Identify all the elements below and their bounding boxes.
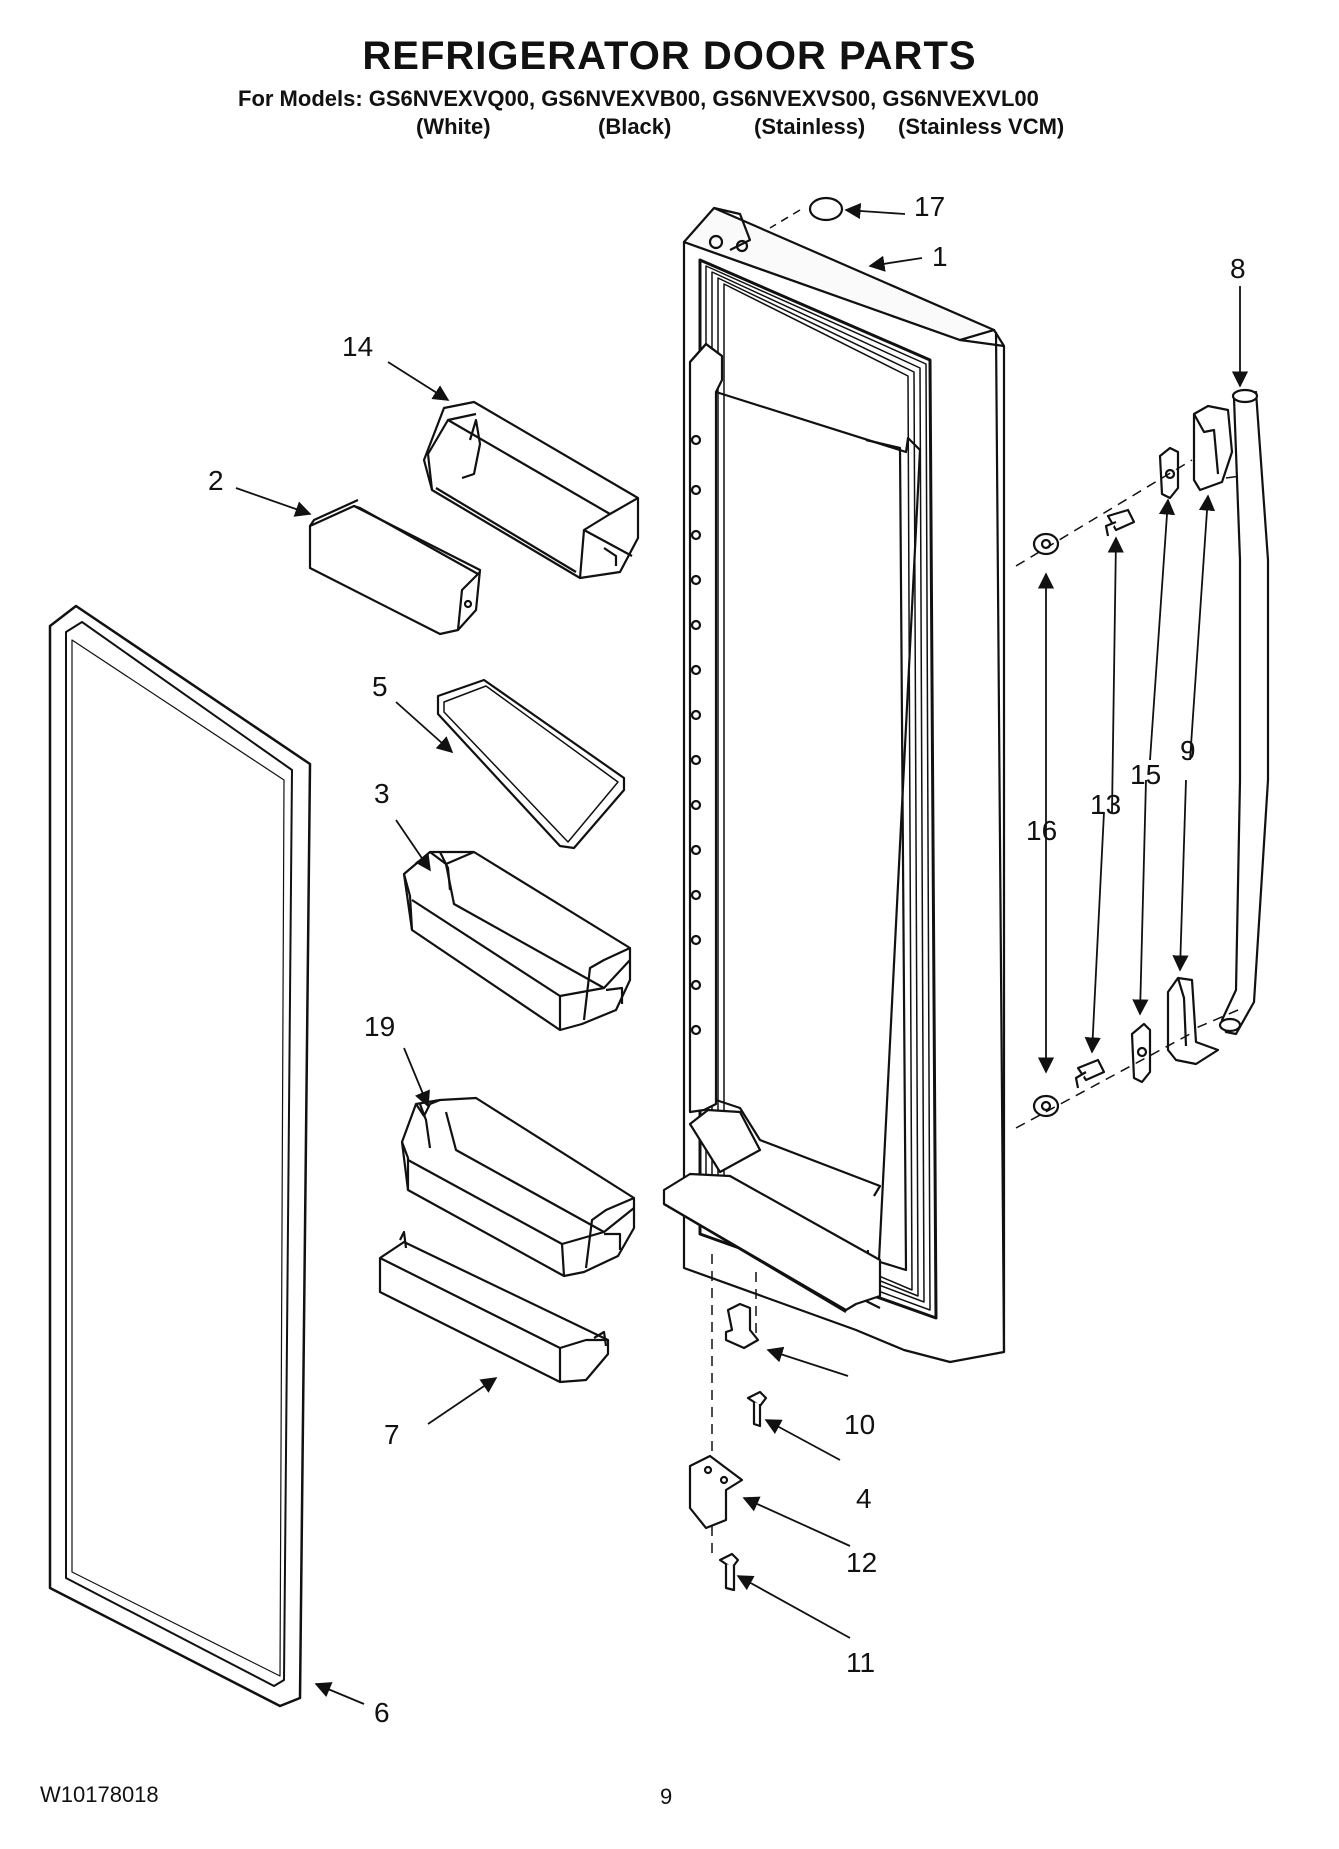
document-number: W10178018 <box>40 1782 159 1807</box>
callout-13: 13 <box>1090 789 1121 820</box>
part-11-screw <box>718 1552 740 1592</box>
callout-11: 11 <box>846 1647 875 1678</box>
callout-arrows <box>235 202 1249 1705</box>
part-17-cap <box>808 196 844 222</box>
callout-2: 2 <box>208 465 224 496</box>
variant-stainless: (Stainless) <box>754 114 866 139</box>
models-line: For Models: GS6NVEXVQ00, GS6NVEXVB00, GS… <box>238 86 1039 111</box>
callout-19: 19 <box>364 1011 395 1042</box>
callout-12: 12 <box>846 1547 877 1578</box>
callout-3: 3 <box>374 778 390 809</box>
callout-8: 8 <box>1230 253 1246 284</box>
part-12-hinge <box>688 1454 744 1530</box>
part-10-hinge-pin <box>724 1302 760 1350</box>
callout-14: 14 <box>342 331 373 362</box>
part-14-top-bin <box>422 400 640 580</box>
liner-shelf-holes <box>690 434 702 1036</box>
page-title: REFRIGERATOR DOOR PARTS <box>362 34 977 78</box>
part-5-shelf-insert <box>436 678 626 850</box>
part-13-screws <box>1074 508 1136 1089</box>
page-number: 9 <box>660 1784 673 1809</box>
part-4-screw <box>746 1390 768 1428</box>
callout-15: 15 <box>1130 759 1161 790</box>
callout-17: 17 <box>914 191 945 222</box>
callout-6: 6 <box>374 1697 390 1728</box>
part-7-bottom-bin <box>378 1230 610 1384</box>
variant-black: (Black) <box>598 114 672 139</box>
callout-4: 4 <box>856 1483 872 1514</box>
part-16-studs <box>1032 532 1060 1118</box>
callout-16: 16 <box>1026 815 1057 846</box>
door-assembly <box>662 206 1006 1364</box>
callout-9: 9 <box>1180 735 1196 766</box>
variant-white: (White) <box>416 114 491 139</box>
callout-5: 5 <box>372 671 388 702</box>
part-9-handle-mounts <box>1166 404 1234 1066</box>
part-2-bin-cover <box>308 498 482 636</box>
callout-7: 7 <box>384 1419 400 1450</box>
callout-labels: 17 1 8 14 2 5 3 9 15 13 16 19 7 10 4 12 … <box>208 191 1246 1728</box>
callout-10: 10 <box>844 1409 875 1440</box>
part-6-gasket <box>48 604 312 1708</box>
part-8-handle <box>1218 388 1270 1036</box>
part-19-door-bin <box>400 1096 636 1278</box>
callout-1: 1 <box>932 241 948 272</box>
part-arrows-up-down <box>1084 494 1216 1054</box>
part-3-door-bin <box>402 850 632 1032</box>
variant-stainless-vcm: (Stainless VCM) <box>898 114 1065 139</box>
